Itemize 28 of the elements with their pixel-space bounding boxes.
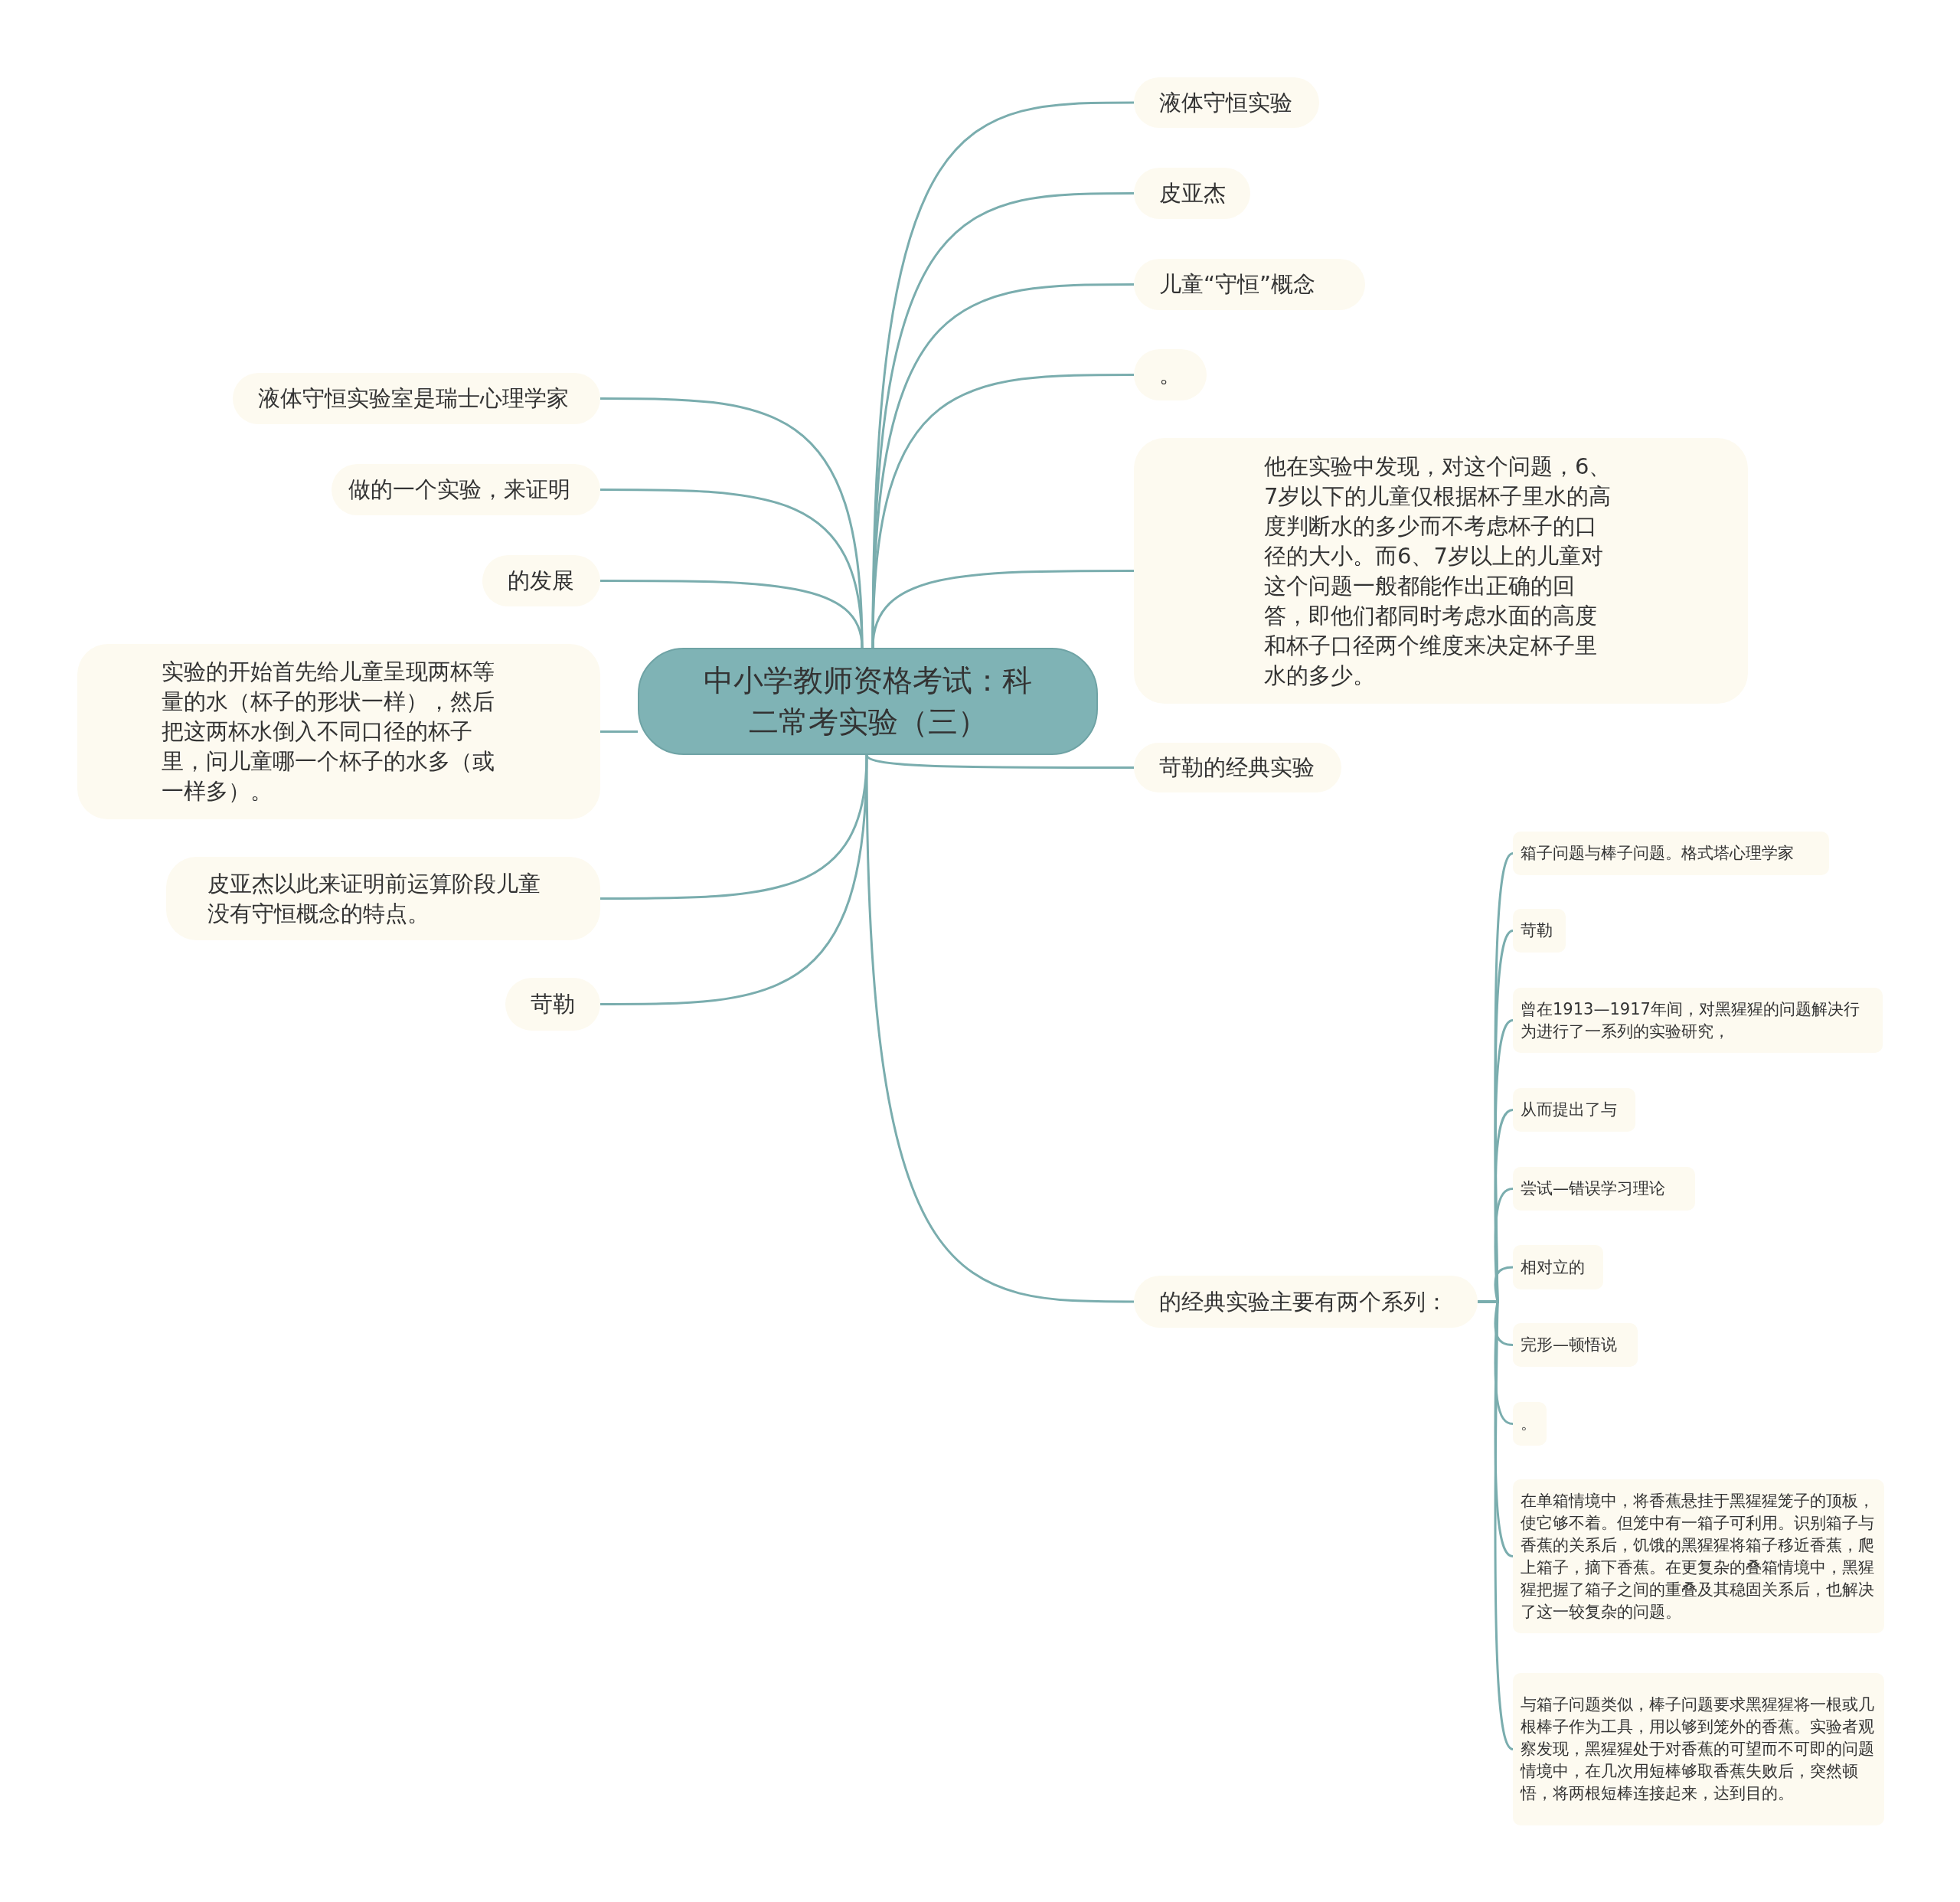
subtopic-box: 从而提出了与 — [1513, 1088, 1635, 1132]
subtopic-box: 苛勒 — [1513, 909, 1566, 953]
topic-box: 苛勒的经典实验 — [1134, 743, 1341, 792]
subtopic-box: 箱子问题与棒子问题。格式塔心理学家 — [1513, 832, 1829, 875]
topic-box: 皮亚杰以此来证明前运算阶段儿童没有守恒概念的特点。 — [166, 857, 600, 940]
subtopic-box: 尝试—错误学习理论 — [1513, 1167, 1695, 1211]
topic-box: 儿童“守恒”概念 — [1134, 259, 1365, 310]
topic-box: 皮亚杰 — [1134, 168, 1250, 219]
topic-box: 液体守恒实验室是瑞士心理学家 — [233, 373, 600, 424]
topic-box: 他在实验中发现，对这个问题，6、7岁以下的儿童仅根据杯子里水的高度判断水的多少而不考虑杯子的口径的大小。而6、7岁以上的儿童对这个问题一般都能作出正确的回答，即他们都同时考虑水面的高度和杯子口径两个维度来决定杯子里水的多少。 — [1134, 438, 1748, 704]
topic-box: 的经典实验主要有两个系列： — [1134, 1276, 1478, 1328]
connector-line — [865, 754, 1134, 1303]
subtopic-box: 完形—顿悟说 — [1513, 1323, 1638, 1367]
central-topic-box: 中小学教师资格考试：科二常考实验（三） — [638, 648, 1098, 755]
subtopic-box: 在单箱情境中，将香蕉悬挂于黑猩猩笼子的顶板，使它够不着。但笼中有一箱子可利用。识别箱子与香蕉的关系后，饥饿的黑猩猩将箱子移近香蕉，爬上箱子，摘下香蕉。在更复杂的叠箱情境中，黑猩猩把握了箱子之间的重叠及其稳固关系后，也解决了这一较复杂的问题。 — [1513, 1479, 1884, 1633]
subtopic-box: 曾在1913—1917年间，对黑猩猩的问题解决行为进行了一系列的实验研究， — [1513, 988, 1883, 1053]
connector-line — [600, 580, 864, 649]
topic-box: 液体守恒实验 — [1134, 77, 1319, 128]
subtopic-box: 与箱子问题类似，棒子问题要求黑猩猩将一根或几根棒子作为工具，用以够到笼外的香蕉。实验者观察发现，黑猩猩处于对香蕉的可望而不可即的问题情境中，在几次用短棒够取香蕉失败后，突然顿悟，将两根短棒连接起来，达到目的。 — [1513, 1673, 1884, 1825]
topic-box: 。 — [1134, 349, 1207, 400]
topic-box: 做的一个实验，来证明 — [332, 464, 600, 515]
connector-line — [600, 754, 868, 1005]
topic-box: 苛勒 — [505, 978, 600, 1031]
topic-box: 的发展 — [482, 555, 600, 606]
subtopic-box: 。 — [1513, 1402, 1547, 1446]
topic-box: 实验的开始首先给儿童呈现两杯等量的水（杯子的形状一样），然后把这两杯水倒入不同口径的杯子里，问儿童哪一个杯子的水多（或一样多）。 — [77, 644, 600, 819]
connector-line — [600, 730, 638, 733]
subtopic-box: 相对立的 — [1513, 1245, 1603, 1289]
